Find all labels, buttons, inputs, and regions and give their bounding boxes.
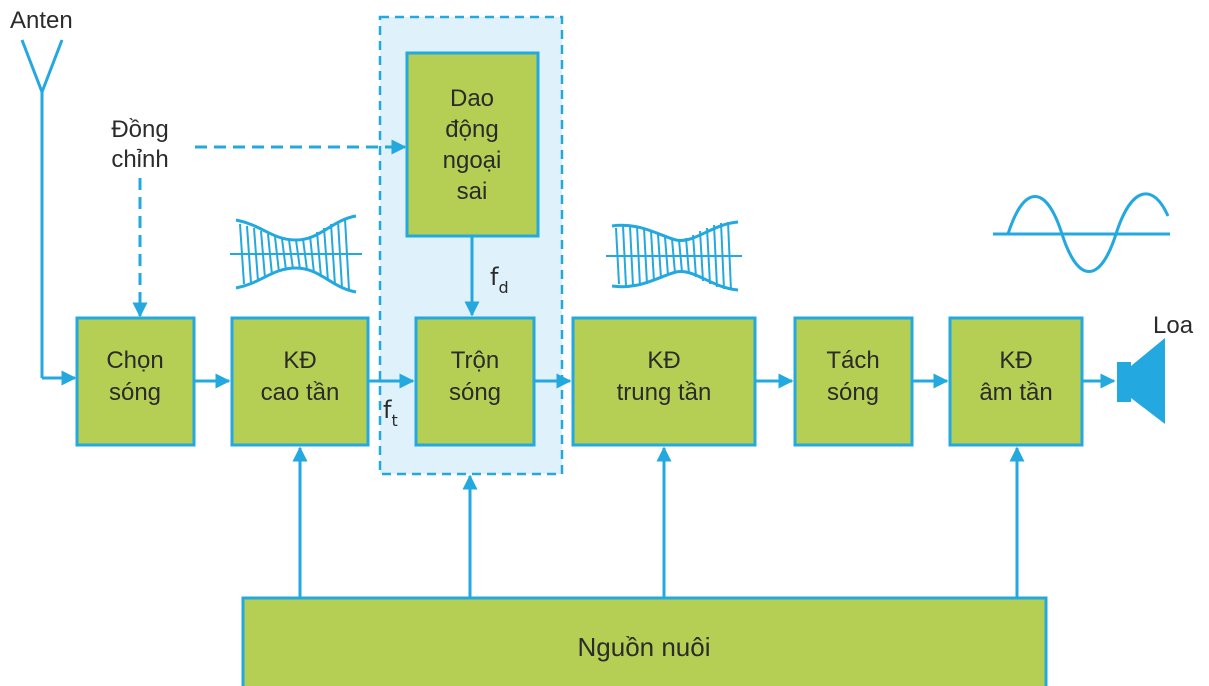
svg-text:động: động — [445, 116, 498, 143]
svg-text:Trộn: Trộn — [451, 347, 499, 374]
audio-sine-wave-icon — [993, 192, 1170, 273]
svg-text:sóng: sóng — [109, 379, 161, 406]
svg-text:Dao: Dao — [450, 85, 494, 112]
block-chon-song: Chọn sóng — [75, 316, 196, 447]
block-kd-cao-tan: KĐ cao tần — [230, 316, 370, 447]
signal-label-ft: ft — [383, 396, 398, 430]
block-tach-song: Tách sóng — [793, 316, 914, 447]
svg-text:sóng: sóng — [449, 379, 501, 406]
speaker-label: Loa — [1153, 312, 1194, 339]
if-modulated-wave-icon — [606, 220, 742, 292]
svg-text:Chọn: Chọn — [106, 347, 163, 374]
block-tron-song: Trộn sóng — [414, 316, 536, 447]
svg-text:cao tần: cao tần — [261, 379, 340, 406]
rf-modulated-wave-icon — [230, 214, 362, 294]
block-dao-dong-ngoai-sai: Dao động ngoại sai — [405, 51, 540, 238]
svg-text:sóng: sóng — [827, 379, 879, 406]
svg-text:Nguồn nuôi: Nguồn nuôi — [578, 632, 711, 662]
antenna-label: Anten — [10, 7, 73, 34]
tuning-label-line2: chỉnh — [111, 146, 168, 173]
svg-text:âm tần: âm tần — [979, 379, 1052, 406]
block-nguon-nuoi: Nguồn nuôi — [241, 596, 1048, 686]
svg-text:trung tần: trung tần — [617, 379, 712, 406]
svg-text:KĐ: KĐ — [999, 347, 1032, 374]
block-kd-trung-tan: KĐ trung tần — [571, 316, 757, 447]
svg-text:ngoại: ngoại — [443, 147, 502, 174]
speaker-icon — [1117, 338, 1165, 424]
tuning-label-line1: Đồng — [111, 116, 168, 143]
svg-text:sai: sai — [457, 178, 488, 205]
svg-text:Tách: Tách — [826, 347, 879, 374]
antenna-icon — [20, 39, 64, 378]
svg-text:KĐ: KĐ — [647, 347, 680, 374]
signal-label-fd: fd — [490, 263, 509, 297]
block-kd-am-tan: KĐ âm tần — [948, 316, 1084, 447]
svg-text:KĐ: KĐ — [283, 347, 316, 374]
